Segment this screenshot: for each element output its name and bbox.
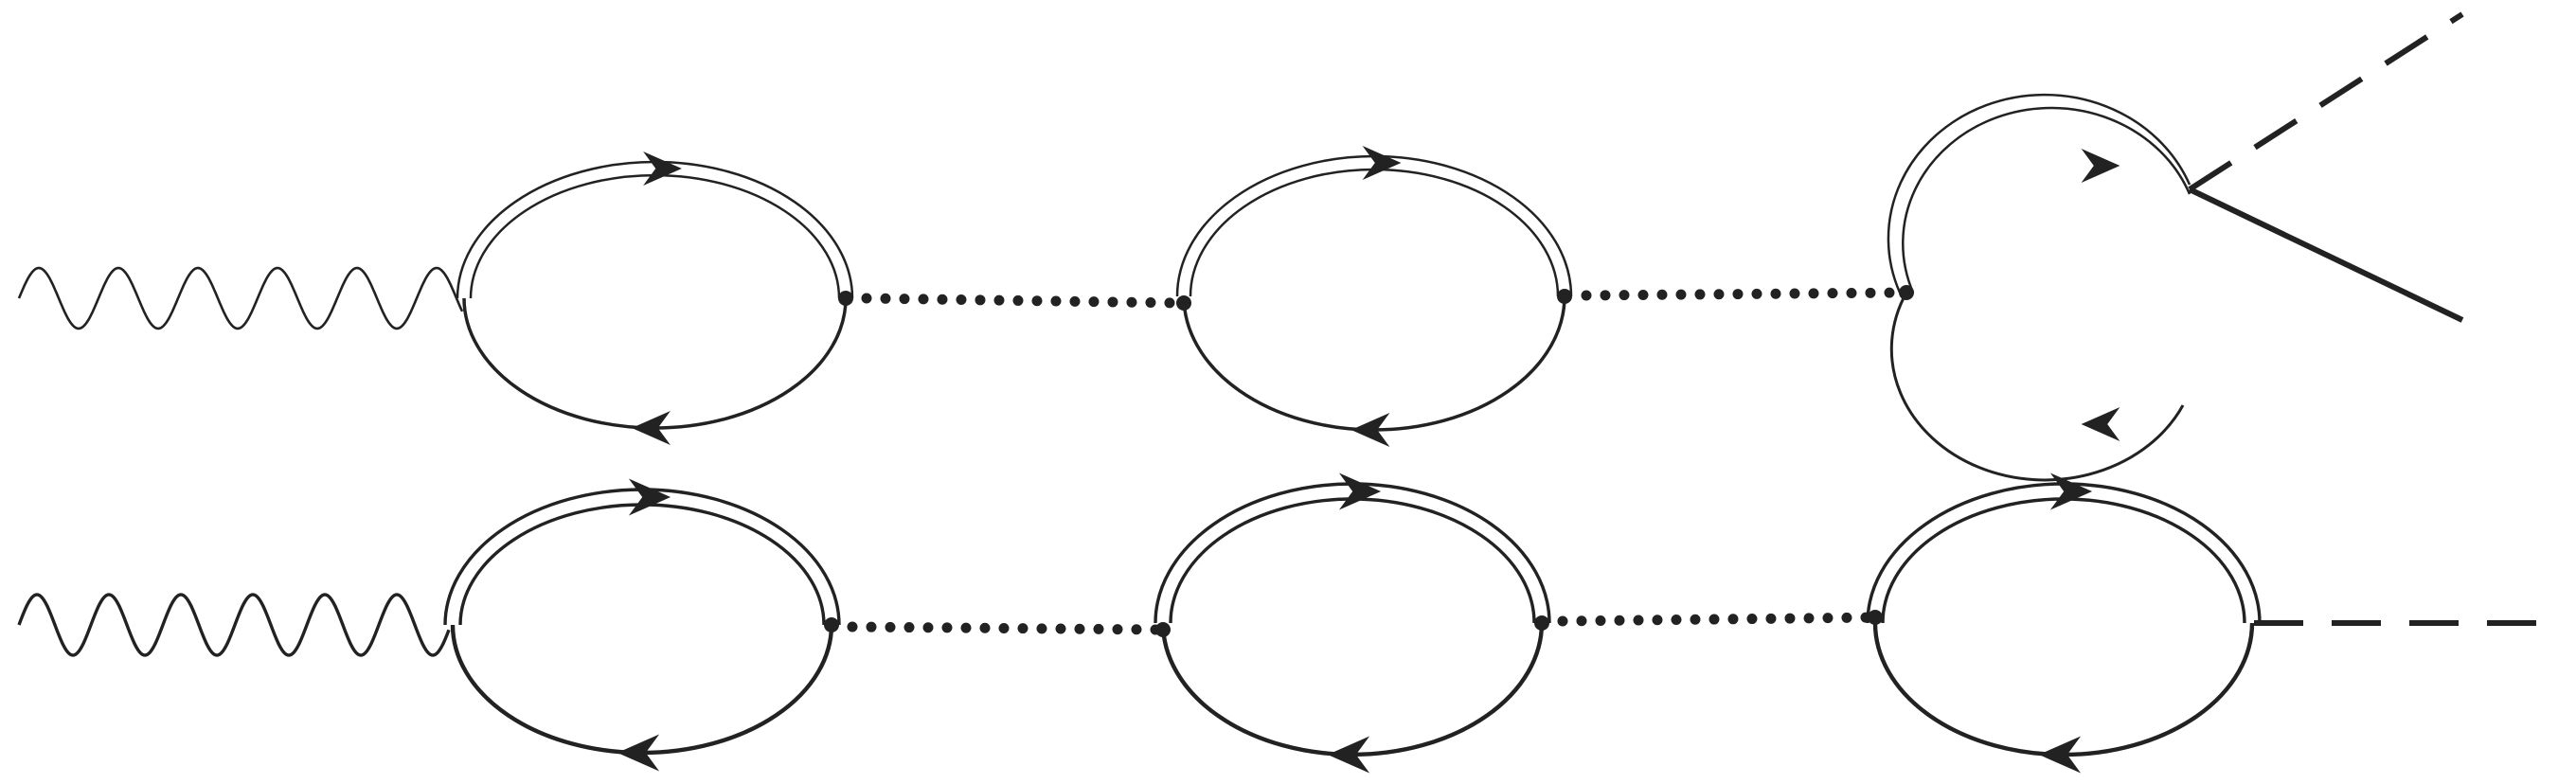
fermion-line-lower bbox=[450, 624, 834, 756]
double-line-outer bbox=[1887, 93, 2191, 294]
vertex-dot bbox=[1557, 289, 1572, 304]
arrow-right-icon bbox=[1338, 472, 1382, 510]
vertex-dot bbox=[838, 291, 853, 306]
fermion-bubble bbox=[456, 151, 854, 445]
fermion-line-lower bbox=[1182, 295, 1566, 432]
arrow-right-icon bbox=[628, 478, 671, 516]
diagram-row-2 bbox=[17, 472, 2562, 774]
dashed-outgoing-line bbox=[2188, 11, 2464, 192]
solid-outgoing-line bbox=[2188, 187, 2464, 323]
fermion-bubble bbox=[1866, 472, 2262, 774]
dotted-propagator bbox=[1581, 287, 1909, 301]
arrow-left-icon bbox=[1327, 736, 1370, 774]
vertex-dot bbox=[1534, 615, 1549, 631]
photon-line bbox=[17, 593, 451, 657]
arrow-left-icon bbox=[2038, 736, 2082, 774]
fermion-bubble bbox=[1175, 146, 1573, 447]
dotted-propagator bbox=[861, 293, 1185, 309]
double-line-inner bbox=[1189, 168, 1560, 297]
vertex-dot bbox=[824, 617, 839, 633]
arrow-right-icon bbox=[643, 151, 682, 186]
fermion-bubble bbox=[1154, 472, 1551, 774]
double-line-outer bbox=[456, 160, 854, 299]
double-line-outer bbox=[443, 488, 841, 626]
fermion-line-lower bbox=[1872, 622, 2255, 757]
double-line-outer bbox=[1175, 154, 1573, 297]
double-line-inner bbox=[1902, 106, 2191, 294]
diagram-row-1 bbox=[17, 11, 2464, 482]
fermion-bubble bbox=[443, 478, 841, 772]
double-line-outer bbox=[1154, 482, 1551, 624]
arrow-left-icon bbox=[632, 411, 671, 445]
fermion-line-lower bbox=[462, 297, 848, 430]
photon-line bbox=[17, 266, 464, 330]
vertex-dot bbox=[1868, 610, 1883, 625]
arrow-right-icon bbox=[1362, 146, 1402, 180]
arrow-left-icon bbox=[1351, 413, 1390, 447]
dotted-propagator bbox=[1557, 612, 1879, 627]
fermion-bubble-open bbox=[1887, 93, 2191, 482]
arrow-right-icon bbox=[2081, 149, 2120, 183]
arrow-left-icon bbox=[617, 734, 660, 772]
double-line-outer bbox=[1866, 482, 2262, 624]
fermion-line-lower bbox=[1889, 292, 2185, 482]
fermion-line-lower bbox=[1160, 622, 1545, 757]
dotted-propagator bbox=[847, 621, 1166, 635]
arrow-right-icon bbox=[2049, 472, 2093, 510]
arrow-left-icon bbox=[2081, 407, 2120, 441]
